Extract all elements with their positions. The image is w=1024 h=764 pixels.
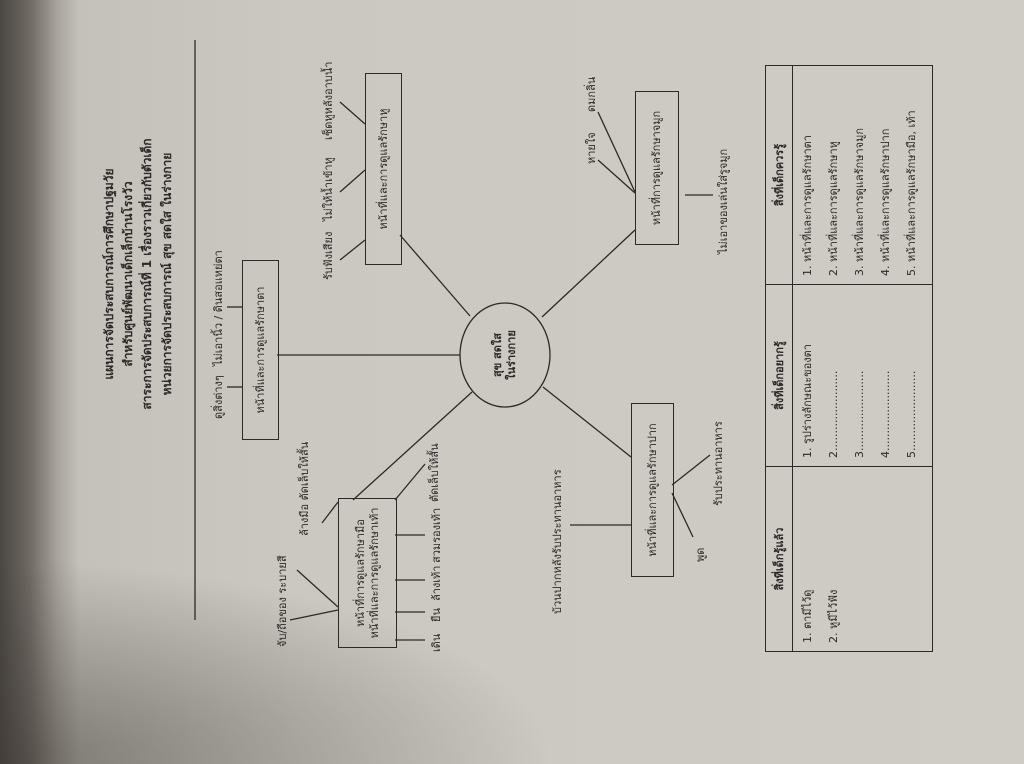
ear-box-title: หน้าที่และการดูแลรักษาหู [376,108,390,230]
want-item: 2....................... [827,370,840,458]
eye-item-1: ดูสิ่งต่างๆ [212,375,225,419]
nose-box-title: หน้าที่การดูแลรักษาจมูก [650,110,663,226]
center-topic: สุข สดใส ในร่างกาย [478,303,532,407]
nose-item-2: ดมกลิ่น [585,76,598,112]
should-item: 2. หน้าที่และการดูแลรักษาหู [827,141,840,276]
should-item: 3. หน้าที่และการดูแลรักษาจมูก [853,127,866,276]
known-cell: 1. ตามีไว้ดู 2. หูมีไว้ฟัง [792,466,933,652]
foot-item-1: เดิน [430,633,443,652]
nose-item-3: ไม่เอาของเล่นใส่รูจมูก [717,148,730,254]
foot-item-2: ยืน [430,608,443,622]
mouth-item-1: บ้วนปากหลังรับประทานอาหาร [551,469,564,614]
mouth-item-2: รับประทานอาหาร [712,421,725,506]
ear-item-1: รับฟังเสียง [322,231,335,280]
eye-box-title: หน้าที่และการดูแลรักษาตา [253,286,267,414]
hand-foot-box: หน้าที่การดูแลรักษามือ หน้าที่และการดูแล… [338,498,397,648]
should-item: 5. หน้าที่และการดูแลรักษามือ, เท้า [905,110,918,276]
center-topic-line2: ในร่างกาย [505,330,518,380]
center-topic-line1: สุข สดใส [491,333,504,378]
known-item: 2. หูมีไว้ฟัง [827,589,840,643]
kwl-table: สิ่งที่เด็กรู้แล้ว สิ่งที่เด็กอยากรู้ สิ… [765,65,933,652]
hand-box-title: หน้าที่การดูแลรักษามือ [353,519,367,627]
ear-item-2: ไม่ให้น้ำเข้าหู [322,157,335,221]
header-known: สิ่งที่เด็กรู้แล้ว [765,466,793,652]
should-item: 4. หน้าที่และการดูแลรักษาปาก [879,128,892,276]
hand-item-2: ล้างมือ ตัดเล็บให้สั้น [298,441,311,536]
want-item: 5....................... [905,370,918,458]
header-should-know: สิ่งที่เด็กควรรู้ [765,65,793,285]
foot-item-4: สวมรองเท้า [430,507,443,563]
should-cell: 1. หน้าที่และการดูแลรักษาตา 2. หน้าที่แล… [792,65,933,285]
nose-item-1: หายใจ [585,132,598,164]
want-item: 1. รูปร่างลักษณะของตา [801,344,814,458]
ear-item-3: เช็ดหูหลังอาบน้ำ [322,61,335,140]
want-item: 3....................... [853,370,866,458]
known-item: 1. ตามีไว้ดู [801,589,814,643]
mouth-item-3: พูด [694,547,707,562]
mouth-box-title: หน้าที่และการดูแลรักษาปาก [645,423,659,557]
want-item: 4....................... [879,370,892,458]
foot-item-5: ตัดเล็บให้สั้น [428,443,441,502]
ear-box: หน้าที่และการดูแลรักษาหู [365,73,402,265]
want-cell: 1. รูปร่างลักษณะของตา 2.................… [792,284,933,467]
eye-box: หน้าที่และการดูแลรักษาตา [242,260,279,440]
header-want-to-know: สิ่งที่เด็กอยากรู้ [765,284,793,467]
mouth-box: หน้าที่และการดูแลรักษาปาก [631,403,674,577]
hand-item-1: จับ/ถือของ ระบายสี [276,555,289,647]
eye-item-2: ไม่เอานิ้ว / ดินสอแหย่ตา [212,250,225,366]
foot-box-title: หน้าที่และการดูแลรักษาเท้า [367,507,381,639]
foot-item-3: ล้างเท้า [430,565,443,601]
should-item: 1. หน้าที่และการดูแลรักษาตา [801,135,814,276]
nose-box: หน้าที่การดูแลรักษาจมูก [635,91,679,245]
